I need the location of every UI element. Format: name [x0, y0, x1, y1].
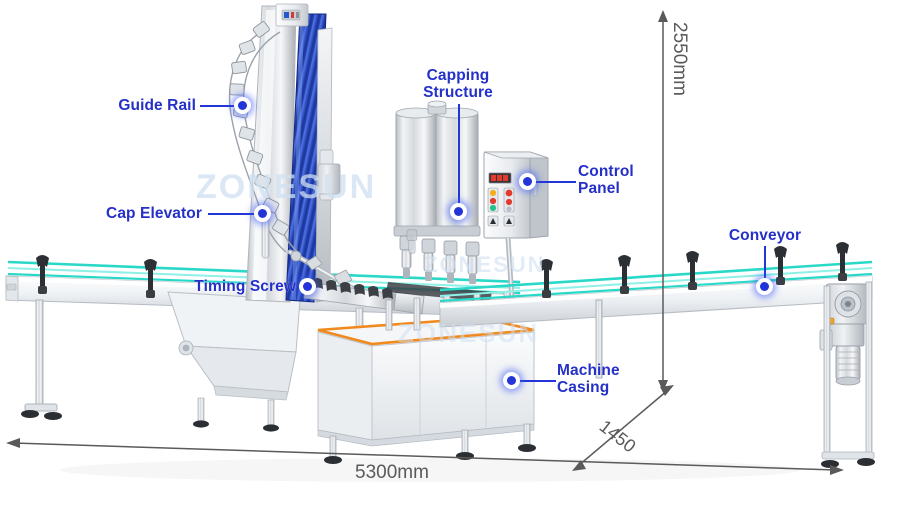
- callout-leader-cap-elevator: [208, 213, 256, 215]
- cap-elevator: [167, 3, 341, 432]
- callout-marker-capping-structure[interactable]: [450, 203, 467, 220]
- callout-leader-guide-rail: [200, 105, 236, 107]
- capping-structure: [386, 100, 492, 302]
- brand-watermark: ZONESUN: [196, 168, 377, 206]
- rail-clamps-right: [540, 242, 849, 298]
- capping-chucks: [399, 229, 480, 284]
- callout-label-conveyor: Conveyor: [728, 227, 802, 244]
- callout-leader-conveyor: [764, 246, 766, 282]
- brand-watermark: ZONESUN: [398, 318, 540, 348]
- callout-label-cap-elevator: Cap Elevator: [106, 205, 202, 222]
- callout-marker-control-panel[interactable]: [519, 173, 536, 190]
- control-panel: [483, 151, 549, 301]
- callout-marker-timing-screw[interactable]: [299, 278, 316, 295]
- dimension-label-height: 2550mm: [669, 22, 690, 96]
- callout-label-capping-structure: Capping Structure: [423, 67, 493, 101]
- conveyor-leg-right: [595, 299, 603, 379]
- callout-leader-control-panel: [534, 181, 576, 183]
- guide-rail-links: [229, 21, 290, 236]
- dimension-line-depth: [577, 389, 669, 467]
- callout-leader-machine-casing: [518, 380, 556, 382]
- callout-marker-conveyor[interactable]: [756, 278, 773, 295]
- callout-marker-machine-casing[interactable]: [503, 372, 520, 389]
- callout-label-timing-screw: Timing Screw: [194, 278, 296, 295]
- callout-label-machine-casing: Machine Casing: [557, 362, 620, 396]
- brand-watermark: ZONESUN: [424, 252, 546, 277]
- dimension-line-length: [13, 442, 837, 471]
- callout-leader-capping-structure: [458, 104, 460, 208]
- dimension-label-length: 5300mm: [355, 462, 429, 483]
- callout-label-guide-rail: Guide Rail: [118, 97, 196, 114]
- conveyor-legs-left: [21, 299, 62, 420]
- dimension-lines: [6, 10, 844, 475]
- callout-marker-guide-rail[interactable]: [234, 97, 251, 114]
- callout-marker-cap-elevator[interactable]: [254, 205, 271, 222]
- drive-motor-assembly: [819, 281, 875, 468]
- callout-label-control-panel: Control Panel: [578, 163, 634, 197]
